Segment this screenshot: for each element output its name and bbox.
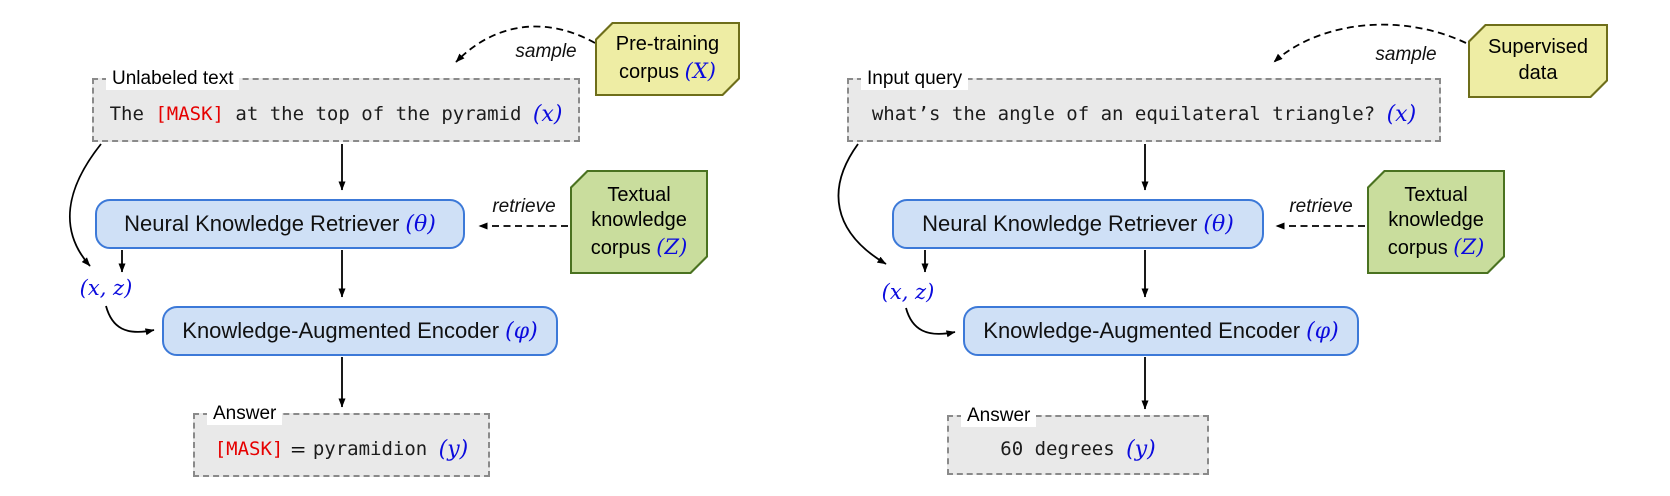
corpus-note-line2: data — [1518, 62, 1558, 84]
unlabeled-text-content: The [MASK] at the top of the pyramid (x) — [94, 80, 578, 140]
corpus-z-variable: (Z) — [656, 234, 688, 259]
corpus-x-variable: (X) — [684, 59, 716, 83]
mask-token: [MASK] — [155, 103, 224, 125]
sample-arrow-label: sample — [1375, 44, 1437, 65]
knowledge-note-line3: corpus — [590, 236, 657, 259]
mask-token: [MASK] — [214, 438, 284, 460]
retriever-text: Neural Knowledge Retriever — [922, 211, 1204, 236]
neural-knowledge-retriever-box: Neural Knowledge Retriever (θ) — [95, 199, 465, 249]
phi-variable: (φ) — [505, 318, 538, 344]
answer-label: Answer — [207, 403, 283, 425]
neural-knowledge-retriever-box: Neural Knowledge Retriever (θ) — [892, 199, 1264, 249]
corpus-note-line2: corpus — [619, 61, 685, 83]
knowledge-note-line2: knowledge — [1388, 209, 1484, 232]
y-variable: (y) — [438, 436, 469, 462]
supervised-data-note: Supervised data — [1468, 24, 1608, 98]
pretraining-corpus-note: Pre-training corpus (X) — [595, 22, 740, 96]
answer-label: Answer — [961, 405, 1037, 427]
note-body: Textual knowledge corpus (Z) — [572, 172, 706, 272]
answer-box: Answer [MASK] = pyramidion (y) — [193, 403, 490, 477]
query-sentence: what’s the angle of an equilateral trian… — [871, 103, 1387, 125]
knowledge-note-line2: knowledge — [591, 209, 687, 232]
retrieve-arrow-label: retrieve — [492, 196, 556, 217]
answer-text: 60 degrees — [1000, 438, 1127, 460]
retrieve-arrow-label: retrieve — [1289, 196, 1353, 217]
equals-sign: = — [283, 437, 313, 461]
corpus-note-line1: Pre-training — [615, 33, 720, 56]
masked-sentence-suffix: at the top of the pyramid — [223, 103, 533, 125]
sample-arrow-label: sample — [515, 41, 577, 62]
encoder-text: Knowledge-Augmented Encoder — [182, 318, 506, 343]
theta-variable: (θ) — [1203, 211, 1234, 237]
input-query-box: Input query what’s the angle of an equil… — [847, 68, 1441, 142]
xz-pair-label: (x, z) — [881, 280, 935, 304]
right-input-to-xz-arrow — [837, 143, 887, 265]
note-body: Supervised data — [1470, 26, 1606, 96]
phi-variable: (φ) — [1306, 318, 1339, 344]
note-body: Textual knowledge corpus (Z) — [1369, 172, 1503, 272]
unlabeled-text-box: Unlabeled text The [MASK] at the top of … — [92, 68, 580, 142]
corpus-note-line1: Supervised — [1487, 36, 1589, 59]
note-body: Pre-training corpus (X) — [597, 24, 738, 94]
x-variable: (x) — [532, 101, 563, 127]
textual-knowledge-corpus-note: Textual knowledge corpus (Z) — [1367, 170, 1505, 274]
textual-knowledge-corpus-note: Textual knowledge corpus (Z) — [570, 170, 708, 274]
left-xz-to-encoder-arrow — [105, 305, 155, 336]
input-query-label: Input query — [861, 68, 969, 90]
unlabeled-text-label: Unlabeled text — [106, 68, 240, 90]
retriever-text: Neural Knowledge Retriever — [124, 211, 406, 236]
xz-pair-label: (x, z) — [79, 276, 133, 300]
knowledge-note-line1: Textual — [607, 183, 671, 206]
answer-text: pyramidion — [312, 438, 439, 460]
corpus-z-variable: (Z) — [1453, 234, 1485, 259]
theta-variable: (θ) — [405, 211, 436, 237]
x-variable: (x) — [1386, 101, 1417, 127]
answer-box: Answer 60 degrees (y) — [947, 405, 1209, 475]
knowledge-note-line3: corpus — [1387, 236, 1454, 259]
knowledge-augmented-encoder-box: Knowledge-Augmented Encoder (φ) — [162, 306, 558, 356]
answer-content: [MASK] = pyramidion (y) — [195, 415, 488, 475]
knowledge-augmented-encoder-box: Knowledge-Augmented Encoder (φ) — [963, 306, 1359, 356]
right-xz-to-encoder-arrow — [905, 307, 956, 338]
y-variable: (y) — [1126, 436, 1156, 462]
encoder-text: Knowledge-Augmented Encoder — [983, 318, 1307, 343]
knowledge-note-line1: Textual — [1404, 183, 1468, 206]
masked-sentence-prefix: The — [109, 103, 156, 125]
input-query-content: what’s the angle of an equilateral trian… — [849, 80, 1439, 140]
answer-content: 60 degrees (y) — [949, 417, 1207, 473]
